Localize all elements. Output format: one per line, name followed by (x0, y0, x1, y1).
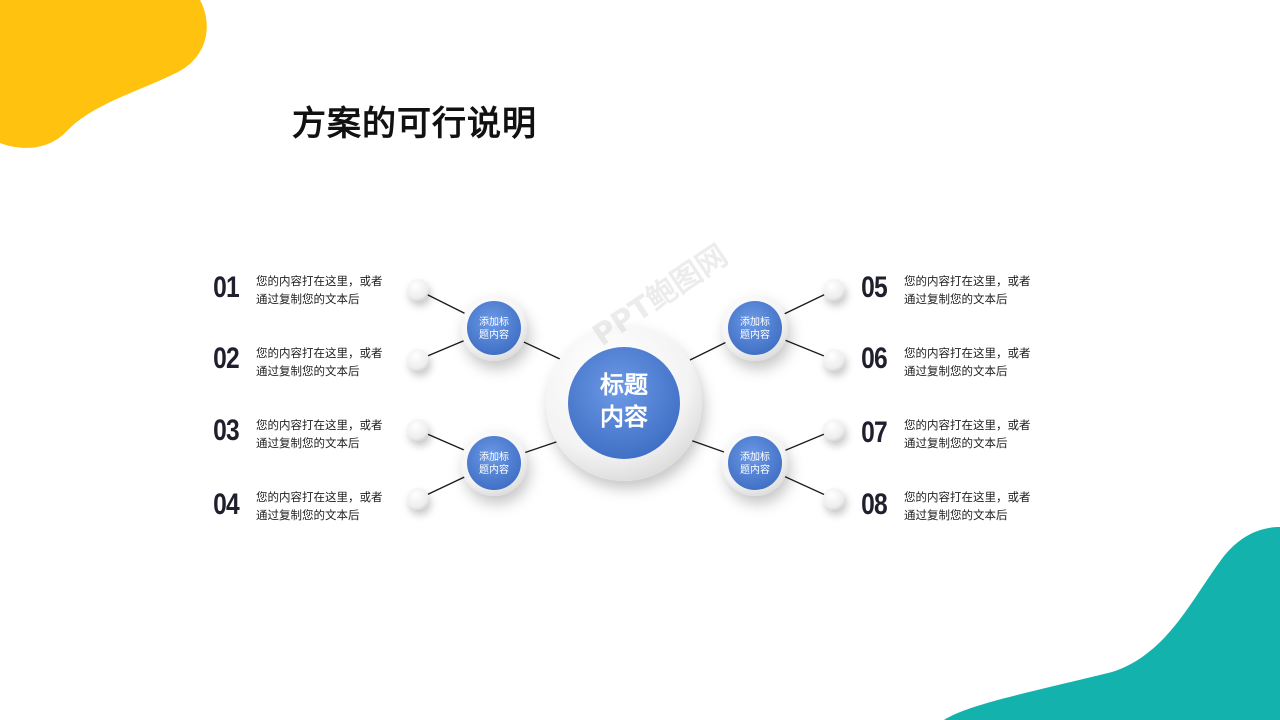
sub-node-label-line1: 添加标 (479, 452, 509, 463)
slide-title: 方案的可行说明 (292, 104, 537, 144)
sub-node-label-bottom-right: 添加标 题内容 (725, 451, 785, 477)
item-text-line1: 您的内容打在这里，或者 (256, 274, 383, 288)
item-text-08: 您的内容打在这里，或者 通过复制您的文本后 (904, 488, 1054, 524)
item-text-05: 您的内容打在这里，或者 通过复制您的文本后 (904, 272, 1054, 308)
item-number-08: 08 (861, 488, 888, 521)
item-number-03: 03 (213, 414, 240, 447)
item-text-line1: 您的内容打在这里，或者 (904, 418, 1031, 432)
item-text-06: 您的内容打在这里，或者 通过复制您的文本后 (904, 344, 1054, 380)
center-label-line1: 标题 (600, 371, 648, 399)
leaf-node-05 (823, 279, 845, 301)
item-text-line2: 通过复制您的文本后 (904, 436, 1008, 450)
sub-node-label-line1: 添加标 (479, 317, 509, 328)
item-number-06: 06 (861, 342, 888, 375)
sub-node-label-top-left: 添加标 题内容 (464, 316, 524, 342)
sub-node-label-line2: 题内容 (740, 330, 770, 341)
leaf-node-04 (407, 488, 429, 510)
item-text-line2: 通过复制您的文本后 (256, 292, 360, 306)
sub-node-bottom-left (461, 430, 527, 496)
item-text-line1: 您的内容打在这里，或者 (256, 418, 383, 432)
sub-node-label-line1: 添加标 (740, 452, 770, 463)
item-number-07: 07 (861, 416, 888, 449)
item-text-line2: 通过复制您的文本后 (904, 508, 1008, 522)
item-text-03: 您的内容打在这里，或者 通过复制您的文本后 (256, 416, 406, 452)
item-number-05: 05 (861, 271, 888, 304)
item-text-line2: 通过复制您的文本后 (256, 364, 360, 378)
leaf-node-08 (823, 488, 845, 510)
sub-node-label-bottom-left: 添加标 题内容 (464, 451, 524, 477)
leaf-node-03 (407, 419, 429, 441)
item-text-line1: 您的内容打在这里，或者 (256, 346, 383, 360)
item-text-02: 您的内容打在这里，或者 通过复制您的文本后 (256, 344, 406, 380)
sub-node-label-line2: 题内容 (479, 330, 509, 341)
item-number-02: 02 (213, 342, 240, 375)
item-text-line1: 您的内容打在这里，或者 (904, 490, 1031, 504)
yellow-blob-decoration (0, 0, 207, 148)
item-number-01: 01 (213, 271, 240, 304)
item-text-line1: 您的内容打在这里，或者 (904, 346, 1031, 360)
sub-node-top-left (461, 295, 527, 361)
leaf-node-06 (823, 349, 845, 371)
item-text-line2: 通过复制您的文本后 (256, 436, 360, 450)
center-label-line2: 内容 (600, 403, 648, 431)
item-text-line2: 通过复制您的文本后 (904, 292, 1008, 306)
item-text-line2: 通过复制您的文本后 (256, 508, 360, 522)
sub-node-label-line2: 题内容 (740, 465, 770, 476)
center-node (546, 325, 702, 481)
item-text-line1: 您的内容打在这里，或者 (256, 490, 383, 504)
sub-node-label-line1: 添加标 (740, 317, 770, 328)
leaf-node-07 (823, 419, 845, 441)
item-text-07: 您的内容打在这里，或者 通过复制您的文本后 (904, 416, 1054, 452)
sub-node-label-top-right: 添加标 题内容 (725, 316, 785, 342)
item-text-line2: 通过复制您的文本后 (904, 364, 1008, 378)
sub-node-bottom-right (722, 430, 788, 496)
item-text-01: 您的内容打在这里，或者 通过复制您的文本后 (256, 272, 406, 308)
leaf-node-01 (407, 279, 429, 301)
item-text-line1: 您的内容打在这里，或者 (904, 274, 1031, 288)
item-text-04: 您的内容打在这里，或者 通过复制您的文本后 (256, 488, 406, 524)
item-number-04: 04 (213, 488, 240, 521)
sub-node-label-line2: 题内容 (479, 465, 509, 476)
leaf-node-02 (407, 349, 429, 371)
center-node-label: 标题 内容 (574, 369, 674, 433)
teal-blob-decoration (944, 527, 1280, 720)
sub-node-top-right (722, 295, 788, 361)
